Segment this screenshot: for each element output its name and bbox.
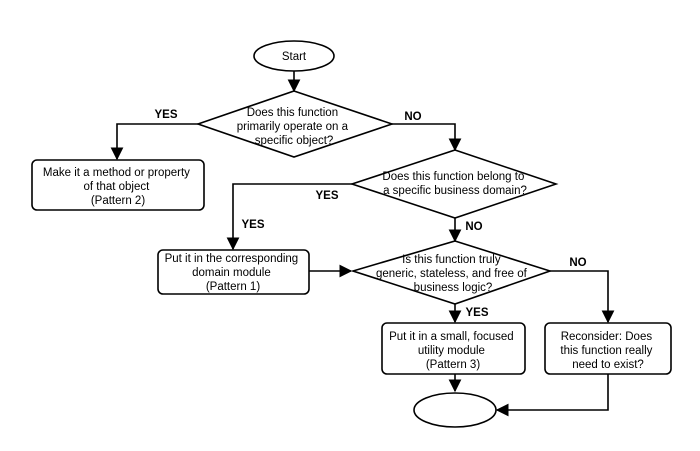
edge-label-q1-no: NO [404,111,421,123]
q1-label: Does this function primarily operate on … [237,107,351,147]
edge-reconsider-to-end [495,374,609,417]
edges [110,71,615,417]
decision-q1 [195,90,395,158]
method-label: Make it a method or property of that obj… [43,167,193,207]
box-reconsider [544,322,672,375]
shapes [31,40,672,428]
edge-q3-no-to-reconsider [550,270,615,324]
reconsider-label: Reconsider: Does this function really ne… [560,331,655,371]
end-node [413,392,497,428]
start-node [253,40,335,72]
edge-label-q3-no: NO [569,257,586,269]
decision-q2 [349,149,559,219]
edge-label-q2-yes-a: YES [315,190,338,202]
start-label: Start [282,51,307,63]
domain-label: Put it in the corresponding domain modul… [165,253,302,293]
edge-q2-yes-to-domain [226,183,352,251]
edge-q1-no-to-q2 [392,123,462,152]
edge-labels: YES NO YES YES NO NO YES [154,109,586,319]
box-utility [381,322,526,375]
edge-label-q2-no: NO [465,221,482,233]
node-labels: Start Does this function primarily opera… [43,51,655,371]
q2-label: Does this function belong to a specific … [382,171,527,197]
edge-label-q2-yes-b: YES [241,219,264,231]
edge-label-q1-yes: YES [154,109,177,121]
q3-label: Is this function truly generic, stateles… [376,254,530,294]
box-domain [157,249,310,295]
utility-label: Put it in a small, focused utility modul… [389,331,517,371]
box-method [31,159,205,211]
edge-label-q3-yes: YES [465,307,488,319]
edge-q1-yes-to-method [110,123,198,161]
decision-q3 [350,240,553,305]
